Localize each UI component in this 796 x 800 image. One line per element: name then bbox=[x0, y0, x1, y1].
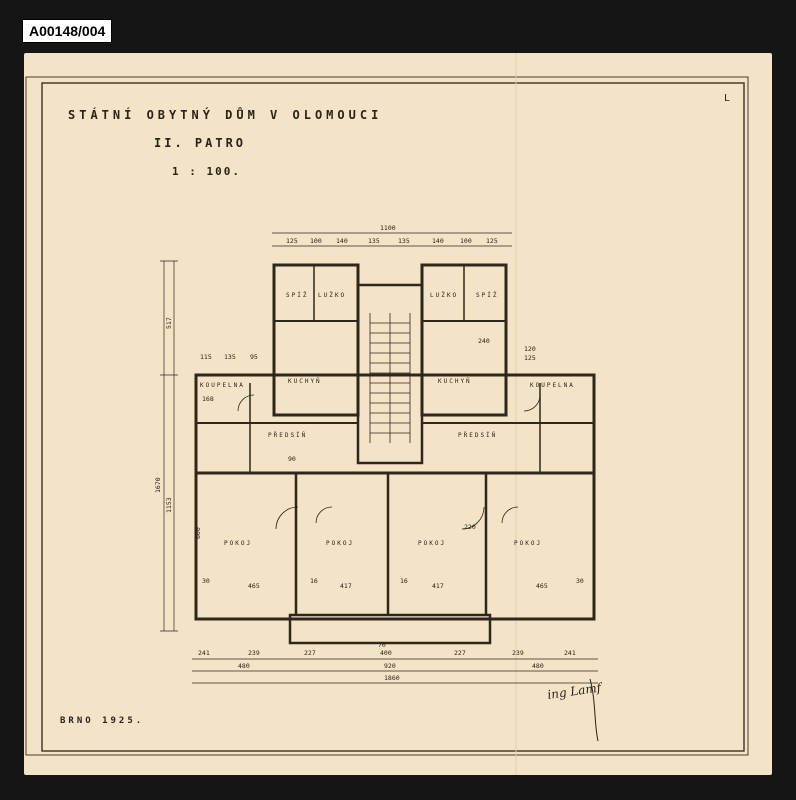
room-label-spiz-left: SPÍŽ bbox=[286, 291, 308, 299]
dim-misc-15: 70 bbox=[378, 641, 386, 649]
room-label-pokoj-2: POKOJ bbox=[326, 540, 354, 547]
room-label-pokoj-1: POKOJ bbox=[224, 540, 252, 547]
dim-misc-5: 30 bbox=[576, 577, 584, 585]
dim-room-3: 417 bbox=[432, 582, 444, 590]
dim-bottom-7: 241 bbox=[564, 649, 576, 657]
dim-top-8: 125 bbox=[486, 237, 498, 245]
floor-label: II. PATRO bbox=[154, 136, 246, 150]
dim-misc-8: 120 bbox=[524, 345, 536, 353]
dim-misc-3: 16 bbox=[310, 577, 318, 585]
dim-wing-left: 480 bbox=[238, 662, 250, 670]
floor-plan-drawing: STÁTNÍ OBYTNÝ DŮM V OLOMOUCI II. PATRO 1… bbox=[25, 53, 749, 775]
dim-top-5: 135 bbox=[398, 237, 410, 245]
scale-label: 1 : 100. bbox=[172, 165, 241, 178]
dim-left-lower: 1153 bbox=[165, 497, 173, 513]
room-label-kuchyne-left: KUCHYŇ bbox=[288, 378, 322, 385]
dim-top-2: 100 bbox=[310, 237, 322, 245]
dim-top-width: 1100 bbox=[380, 224, 396, 232]
architect-signature: ing Lamf bbox=[546, 680, 604, 702]
room-label-kuchyne-right: KUCHYŇ bbox=[438, 378, 472, 385]
outer-frame bbox=[25, 76, 749, 756]
dim-misc-1: 600 bbox=[194, 527, 202, 539]
dim-misc-13: 95 bbox=[250, 353, 258, 361]
signature-flourish bbox=[589, 678, 599, 742]
dim-top-4: 135 bbox=[368, 237, 380, 245]
dim-misc-9: 125 bbox=[524, 354, 536, 362]
dim-misc-7: 240 bbox=[478, 337, 490, 345]
dim-misc-2: 30 bbox=[202, 577, 210, 585]
room-label-koupelna-left: KOUPELNA bbox=[200, 382, 245, 389]
room-label-luzko-right: LUŽKO bbox=[430, 291, 458, 299]
dim-bottom-6: 239 bbox=[512, 649, 524, 657]
dim-room-4: 465 bbox=[536, 582, 548, 590]
drawing-title: STÁTNÍ OBYTNÝ DŮM V OLOMOUCI bbox=[68, 107, 382, 122]
room-label-pokoj-4: POKOJ bbox=[514, 540, 542, 547]
dim-core-width: 920 bbox=[384, 662, 396, 670]
dim-wing-right: 480 bbox=[532, 662, 544, 670]
room-label-predsin-right: PŘEDSÍŇ bbox=[458, 431, 497, 439]
dim-misc-6: 220 bbox=[464, 523, 476, 531]
dim-left-height: 1670 bbox=[154, 477, 162, 493]
dim-room-1: 465 bbox=[248, 582, 260, 590]
dim-top-7: 100 bbox=[460, 237, 472, 245]
room-label-predsin-left: PŘEDSÍŇ bbox=[268, 431, 307, 439]
place-date-label: BRNO 1925. bbox=[60, 716, 144, 726]
dim-bottom-1: 241 bbox=[198, 649, 210, 657]
dim-misc-11: 115 bbox=[200, 353, 212, 361]
blueprint-sheet: STÁTNÍ OBYTNÝ DŮM V OLOMOUCI II. PATRO 1… bbox=[24, 53, 772, 775]
dim-top-1: 125 bbox=[286, 237, 298, 245]
dim-misc-4: 16 bbox=[400, 577, 408, 585]
inner-frame bbox=[41, 82, 745, 752]
dim-bottom-4: 400 bbox=[380, 649, 392, 657]
dim-overall-width: 1860 bbox=[384, 674, 400, 682]
room-label-pokoj-3: POKOJ bbox=[418, 540, 446, 547]
corner-mark: L bbox=[724, 93, 730, 104]
dim-bottom-3: 227 bbox=[304, 649, 316, 657]
dim-misc-12: 135 bbox=[224, 353, 236, 361]
dim-top-3: 140 bbox=[336, 237, 348, 245]
dim-room-2: 417 bbox=[340, 582, 352, 590]
room-label-luzko-left: LUŽKO bbox=[318, 291, 346, 299]
dim-left-upper: 517 bbox=[165, 317, 173, 329]
dim-bottom-5: 227 bbox=[454, 649, 466, 657]
dim-misc-14: 90 bbox=[288, 455, 296, 463]
dim-misc-10: 168 bbox=[202, 395, 214, 403]
archive-id-label: A00148/004 bbox=[22, 19, 113, 43]
room-label-koupelna-right: KOUPELNA bbox=[530, 382, 575, 389]
room-label-spiz-right: SPÍŽ bbox=[476, 291, 498, 299]
dim-bottom-2: 239 bbox=[248, 649, 260, 657]
dim-top-6: 140 bbox=[432, 237, 444, 245]
plan-walls bbox=[160, 232, 598, 684]
